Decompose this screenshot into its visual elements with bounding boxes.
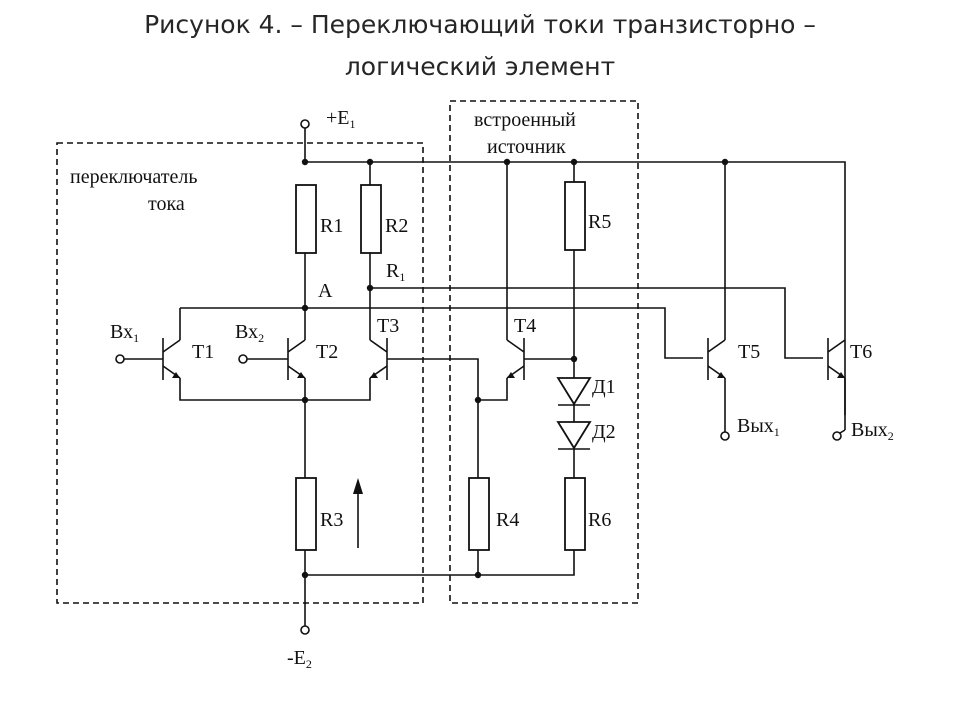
figure-title-line-2: логический элемент [344, 52, 616, 81]
resistor-r5 [564, 181, 586, 251]
junction-dot [721, 158, 729, 166]
transistor-t1 [162, 338, 181, 380]
input-2-label: Вх2 [235, 321, 264, 345]
neg-supply-terminal [300, 625, 310, 635]
node-a-bus [180, 307, 703, 359]
emitter-bus [179, 378, 371, 401]
transistor-t6 [827, 338, 846, 380]
r2-label: R2 [385, 215, 408, 237]
r4-label: R4 [496, 509, 519, 531]
t1-label: T1 [192, 341, 214, 363]
junction-dot [366, 158, 374, 166]
output-1-label: Вых1 [737, 415, 780, 439]
arrow-head [353, 478, 363, 494]
neg-supply-label: -E2 [287, 647, 312, 671]
t5-label: T5 [738, 341, 760, 363]
source-region-label-1: встроенный [474, 109, 576, 131]
output-2-terminal[interactable] [832, 431, 842, 441]
junction-dot [503, 158, 511, 166]
junction-dot [570, 355, 578, 363]
resistor-r1 [295, 184, 317, 254]
d2-label: Д2 [592, 421, 616, 443]
junction-dot [301, 158, 309, 166]
output-1-terminal[interactable] [720, 431, 730, 441]
resistor-r4 [468, 477, 490, 551]
transistor-t4 [506, 338, 525, 380]
figure-title-line-1: Рисунок 4. – Переключающий токи транзист… [144, 10, 816, 39]
diode-d1 [556, 377, 592, 406]
builtin-source-region [449, 100, 639, 604]
t4-label: T4 [514, 315, 536, 337]
pos-supply-terminal [300, 119, 310, 129]
t3-label: T3 [377, 315, 399, 337]
d1-label: Д1 [592, 376, 616, 398]
t3-base-wire [387, 358, 479, 478]
r6-label: R6 [588, 509, 611, 531]
t2-label: T2 [316, 341, 338, 363]
junction-dot [474, 396, 482, 404]
junction-dot [301, 571, 309, 579]
transistor-t3 [369, 338, 388, 380]
r2-to-t6-bus [370, 287, 823, 359]
current-switch-region [56, 142, 424, 604]
pos-supply-label: +E1 [326, 107, 356, 131]
junction-dot [570, 158, 578, 166]
t6-output-link [839, 429, 846, 434]
node-a-label: A [318, 280, 333, 302]
r1-collector-label: R1 [386, 260, 405, 284]
negative-rail [305, 550, 575, 576]
junction-dot [366, 284, 374, 292]
input-1-terminal[interactable] [115, 354, 125, 364]
r5-label: R5 [588, 211, 611, 233]
input-1-label: Вх1 [110, 321, 139, 345]
output-2-label: Вых2 [851, 419, 894, 443]
junction-dot [474, 571, 482, 579]
input-2-terminal[interactable] [238, 354, 248, 364]
switch-region-label-2: тока [148, 193, 185, 215]
resistor-r2 [360, 184, 382, 254]
junction-dot [301, 396, 309, 404]
t6-label: T6 [850, 341, 872, 363]
diode-d2 [556, 421, 592, 450]
transistor-t5 [707, 338, 726, 380]
resistor-r6 [564, 477, 586, 551]
switch-region-label-1: переключатель [70, 166, 197, 188]
resistor-r3 [295, 477, 317, 551]
source-region-label-2: источник [487, 136, 566, 158]
r1-label: R1 [320, 215, 343, 237]
r3-label: R3 [320, 509, 343, 531]
t4-emitter-link [478, 378, 508, 401]
transistor-t2 [287, 338, 306, 380]
